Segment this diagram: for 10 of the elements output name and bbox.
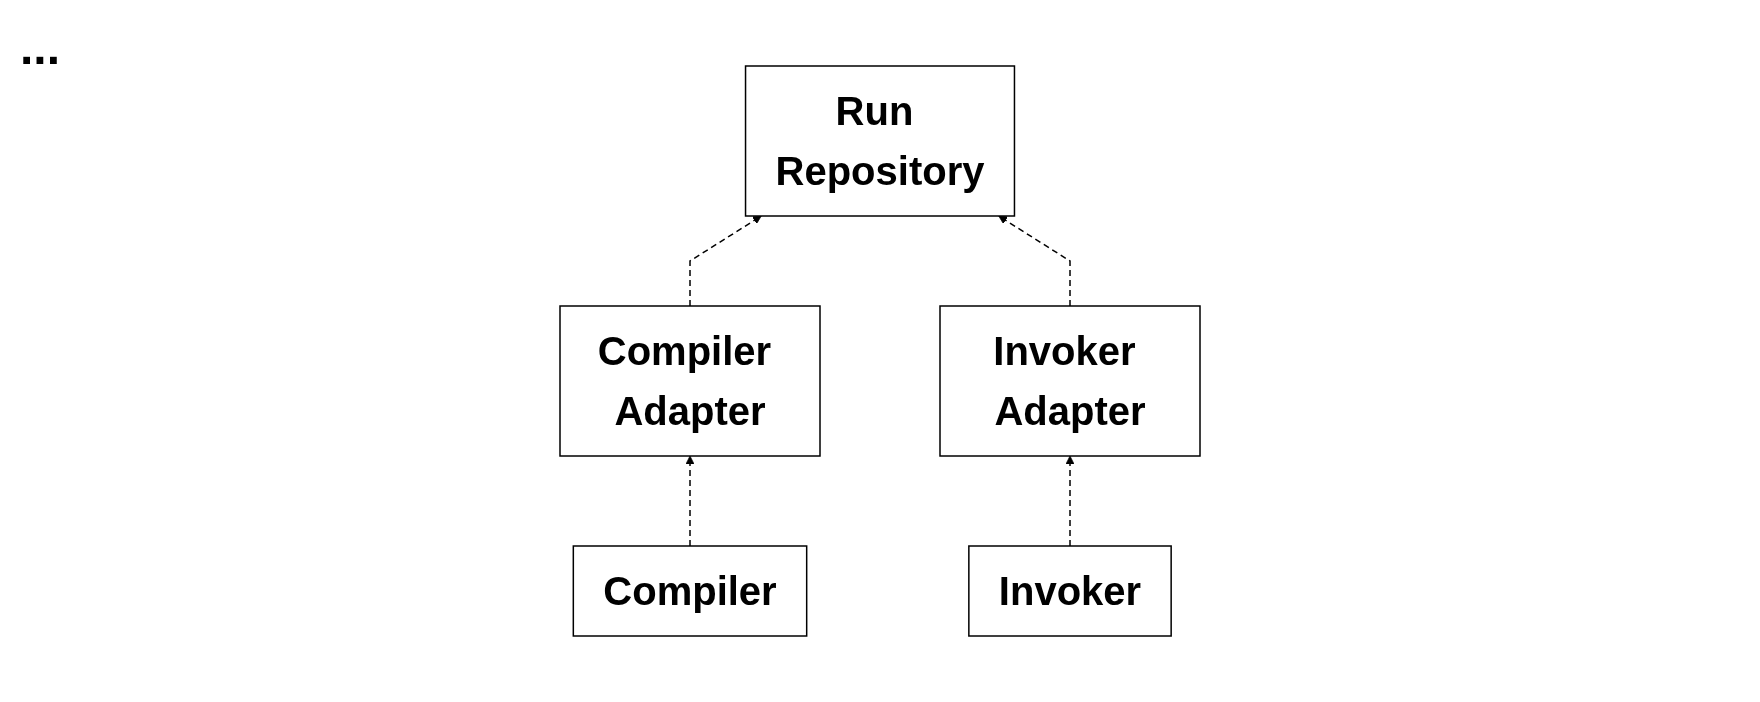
node-box: Invoker [968, 545, 1172, 637]
arrow [1065, 455, 1075, 547]
node-box: Compiler Adapter [559, 305, 821, 457]
ellipsis-text: ... [20, 20, 60, 75]
arrow [998, 215, 1071, 307]
node-box: Invoker Adapter [939, 305, 1201, 457]
node-box: Compiler [572, 545, 808, 637]
node-box: Run Repository [744, 65, 1016, 217]
arrow [685, 455, 695, 547]
arrow [689, 215, 762, 307]
